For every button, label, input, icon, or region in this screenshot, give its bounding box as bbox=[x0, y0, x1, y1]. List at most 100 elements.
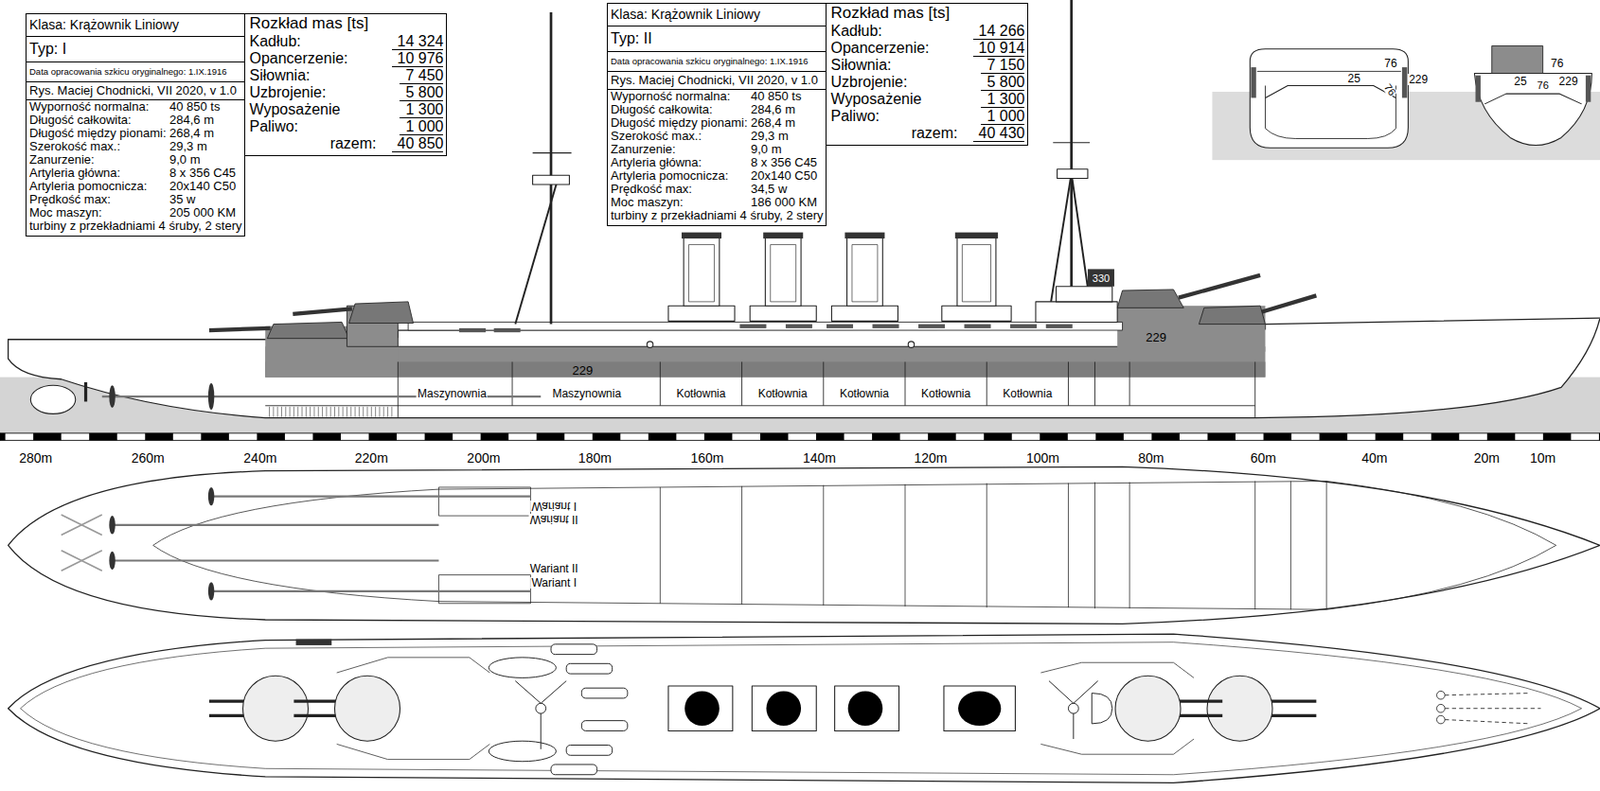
spec-value: 8 x 356 C45 bbox=[750, 156, 818, 170]
mass-row: Siłownia: 7 150 bbox=[826, 56, 1028, 74]
header-cell: Rys. Maciej Chodnicki, VII 2020, v 1.0 bbox=[607, 71, 826, 90]
spec-value: 268,4 m bbox=[750, 116, 796, 130]
spec-row: Długość między pionami:268,4 m bbox=[26, 126, 245, 141]
variant-label: Wariant I bbox=[530, 500, 578, 513]
section-label: Kotłownia bbox=[1001, 388, 1053, 400]
mass-row: razem:40 430 bbox=[826, 124, 1028, 143]
armour-thickness: 229 bbox=[572, 364, 594, 377]
armour-thickness: 229 bbox=[1407, 73, 1429, 86]
spec-value: 268,4 m bbox=[169, 126, 214, 141]
spec-note: turbiny z przekładniami 4 śruby, 2 stery bbox=[29, 219, 242, 233]
mass-label: Wyposażenie bbox=[248, 101, 340, 119]
variant-label: Wariant II bbox=[529, 514, 580, 526]
header-cell: Rys. Maciej Chodnicki, VII 2020, v 1.0 bbox=[26, 82, 245, 101]
mass-value: 7 150 bbox=[980, 56, 1025, 74]
mass-value: 1 300 bbox=[399, 101, 444, 119]
spec-label: Szerokość max.: bbox=[610, 129, 751, 143]
mass-row: Kadłub: 14 324 bbox=[245, 33, 446, 51]
spec-row: Prędkość max:34,5 w bbox=[607, 182, 826, 196]
scale-mark: 240m bbox=[243, 451, 277, 465]
mass-row: razem:40 850 bbox=[245, 135, 446, 153]
spec-label: Wyporność normalna: bbox=[29, 100, 170, 114]
mass-value: 14 324 bbox=[391, 33, 445, 51]
spec-row: Zanurzenie:9,0 m bbox=[26, 153, 245, 167]
mass-row: Wyposażenie 1 300 bbox=[826, 90, 1028, 108]
spec-label: Artyleria główna: bbox=[29, 166, 170, 180]
spec-table: Klasa: Krążownik LiniowyTyp: IIData opra… bbox=[606, 2, 827, 227]
spec-value: 29,3 m bbox=[169, 140, 208, 154]
header-cell: Data opracowania szkicu oryginalnego: 1.… bbox=[26, 62, 245, 83]
spec-row: turbiny z przekładniami 4 śruby, 2 stery bbox=[26, 219, 245, 233]
mass-label: Opancerzenie: bbox=[248, 50, 348, 68]
mass-label: Siłownia: bbox=[248, 67, 310, 85]
spec-value: 35 w bbox=[169, 193, 196, 207]
spec-label: Prędkość max: bbox=[610, 182, 751, 196]
mass-row: Kadłub:14 266 bbox=[826, 22, 1028, 40]
mass-row: Paliwo:1 000 bbox=[826, 107, 1028, 125]
header-cell: Data opracowania szkicu oryginalnego: 1.… bbox=[607, 52, 826, 72]
spec-value: 40 850 ts bbox=[169, 100, 221, 114]
spec-value: 29,3 m bbox=[750, 129, 789, 143]
scale-mark: 60m bbox=[1250, 451, 1277, 465]
section-label: Kotłownia bbox=[920, 388, 972, 400]
mass-row: Uzbrojenie: 5 800 bbox=[826, 73, 1028, 91]
section-label: Maszynownia bbox=[416, 388, 488, 400]
spec-label: Moc maszyn: bbox=[29, 206, 170, 220]
spec-value: 40 850 ts bbox=[750, 89, 802, 104]
spec-value: 284,6 m bbox=[169, 113, 214, 127]
spec-row: Artyleria pomocnicza:20x140 C50 bbox=[607, 169, 826, 183]
header-cell: Typ: II bbox=[607, 26, 826, 53]
armour-thickness: 330 bbox=[1092, 273, 1110, 285]
header-cell: Klasa: Krążownik Liniowy bbox=[607, 3, 826, 27]
mass-value: 10 914 bbox=[973, 39, 1026, 57]
mass-label: Uzbrojenie: bbox=[830, 73, 907, 91]
mass-value: 5 800 bbox=[399, 84, 444, 102]
spec-row: Szerokość max.:29,3 m bbox=[26, 140, 245, 154]
armour-thickness: 229 bbox=[1145, 330, 1167, 343]
armour-thickness: 25 bbox=[1347, 72, 1362, 85]
spec-row: Długość między pionami:268,4 m bbox=[607, 116, 826, 130]
scale-mark: 20m bbox=[1474, 451, 1500, 465]
spec-value: 8 x 356 C45 bbox=[169, 166, 236, 180]
mass-row: Paliwo:1 000 bbox=[245, 118, 446, 136]
spec-row: Artyleria główna:8 x 356 C45 bbox=[607, 156, 826, 170]
section-label: Kotłownia bbox=[757, 388, 809, 400]
mass-table: Rozkład mas [ts]Kadłub:14 266Opancerzeni… bbox=[825, 2, 1029, 146]
armour-thickness: 25 bbox=[1512, 75, 1528, 88]
scale-mark: 280m bbox=[18, 451, 53, 465]
variant-label: Wariant I bbox=[530, 577, 578, 589]
mass-label: Siłownia: bbox=[830, 56, 891, 74]
spec-row: Długość całkowita:284,6 m bbox=[26, 113, 245, 127]
spec-row: Wyporność normalna:40 850 ts bbox=[26, 100, 245, 114]
mass-row: Siłownia: 7 450 bbox=[245, 67, 446, 85]
mass-value: 5 800 bbox=[980, 73, 1025, 91]
mass-label: Wyposażenie bbox=[830, 90, 922, 108]
spec-value: 9,0 m bbox=[750, 142, 783, 157]
variant-label: Wariant II bbox=[529, 563, 580, 575]
spec-row: Szerokość max.:29,3 m bbox=[607, 129, 826, 143]
armour-thickness: 76 bbox=[1536, 80, 1550, 91]
section-label: Maszynownia bbox=[551, 388, 623, 400]
mass-row: Wyposażenie 1 300 bbox=[245, 101, 446, 119]
spec-label: Artyleria pomocnicza: bbox=[29, 179, 170, 194]
mass-row: Opancerzenie: 10 914 bbox=[826, 39, 1028, 57]
spec-label: Prędkość max: bbox=[29, 193, 170, 207]
scale-mark: 220m bbox=[355, 451, 389, 465]
mass-value: 40 430 bbox=[973, 124, 1026, 143]
header-cell: Typ: I bbox=[26, 36, 245, 63]
scale-mark: 10m bbox=[1529, 451, 1556, 465]
scale-mark: 120m bbox=[913, 451, 947, 465]
mass-value: 7 450 bbox=[399, 67, 444, 85]
mass-label: Paliwo: bbox=[248, 118, 299, 136]
spec-row: Prędkość max:35 w bbox=[26, 193, 245, 207]
mass-table: Rozkład mas [ts]Kadłub:14 324Opancerzeni… bbox=[244, 13, 447, 157]
scale-mark: 40m bbox=[1361, 451, 1387, 465]
spec-row: Moc maszyn:186 000 KM bbox=[607, 195, 826, 210]
mass-label: Opancerzenie: bbox=[830, 39, 929, 57]
spec-row: Artyleria pomocnicza:20x140 C50 bbox=[26, 179, 245, 194]
mass-label: Kadłub: bbox=[248, 33, 301, 51]
spec-label: Moc maszyn: bbox=[610, 195, 751, 210]
mass-value: 1 300 bbox=[980, 90, 1025, 108]
spec-value: 205 000 KM bbox=[169, 206, 236, 220]
spec-row: Długość całkowita:284,6 m bbox=[607, 103, 826, 117]
